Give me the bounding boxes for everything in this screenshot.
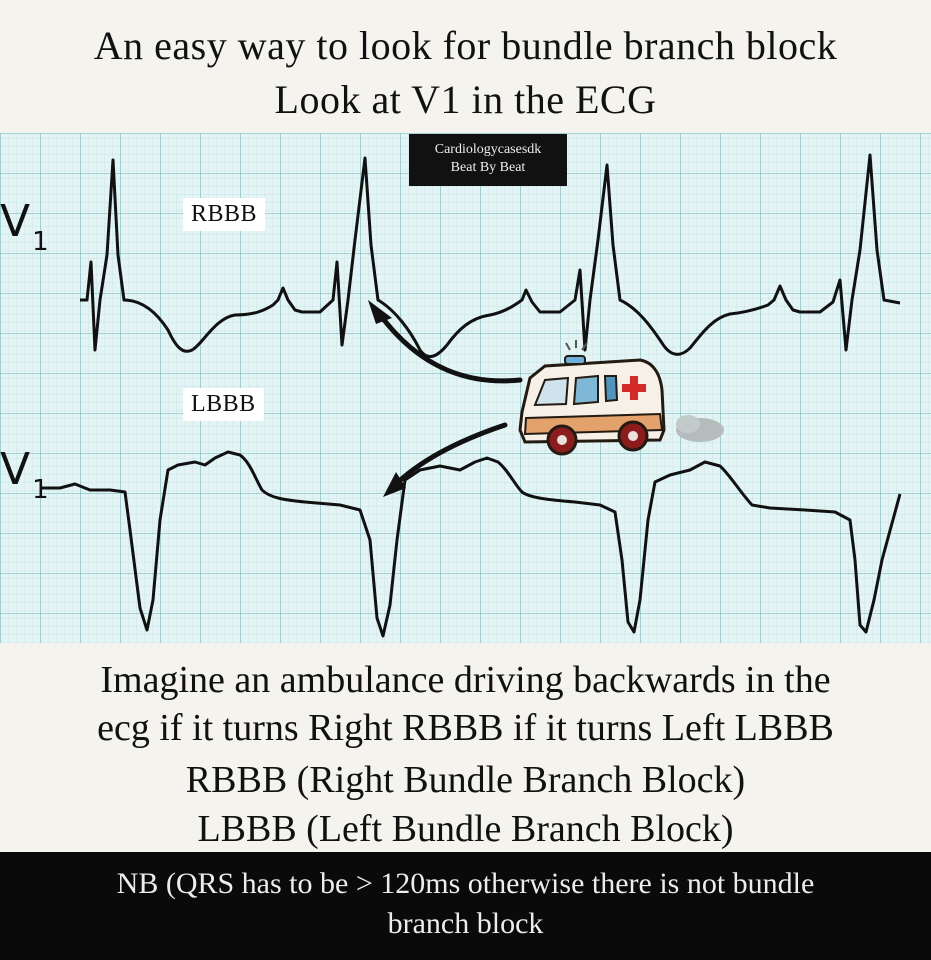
caption-line-1: Imagine an ambulance driving backwards i… (100, 659, 831, 701)
ecg-grid (0, 133, 931, 643)
lead-v1-label-top: V1 (0, 200, 49, 256)
arrow-to-rbbb (375, 309, 523, 384)
watermark-line-2: Beat By Beat (450, 160, 526, 175)
arrow-head-rbbb (368, 300, 392, 324)
ecg-diagram (0, 133, 931, 643)
ambulance-icon (518, 340, 724, 456)
lead-subscript: 1 (32, 227, 49, 257)
lead-letter: V (0, 196, 31, 247)
note-line-1: NB (QRS has to be > 120ms otherwise ther… (116, 867, 815, 900)
caption-line-4: LBBB (Left Bundle Branch Block) (197, 808, 734, 850)
lbbb-label: LBBB (183, 388, 264, 421)
lead-letter: V (0, 444, 31, 495)
rbbb-trace (80, 153, 901, 359)
title-line-2: Look at V1 in the ECG (274, 77, 657, 122)
note-bar: NB (QRS has to be > 120ms otherwise ther… (0, 852, 931, 960)
arrow-to-lbbb (390, 422, 508, 490)
title-line-1: An easy way to look for bundle branch bl… (93, 23, 838, 68)
note-line-2: branch block (387, 907, 544, 940)
caption-line-3: RBBB (Right Bundle Branch Block) (185, 759, 746, 801)
arrow-head-lbbb (383, 472, 406, 497)
watermark: Cardiologycasesdk Beat By Beat (409, 134, 567, 186)
caption-line-2: ecg if it turns Right RBBB if it turns L… (97, 707, 834, 749)
lead-subscript: 1 (32, 475, 49, 505)
watermark-line-1: Cardiologycasesdk (434, 142, 542, 157)
rbbb-label: RBBB (183, 198, 266, 231)
lead-v1-label-bottom: V1 (0, 448, 49, 504)
lbbb-trace (40, 450, 902, 638)
